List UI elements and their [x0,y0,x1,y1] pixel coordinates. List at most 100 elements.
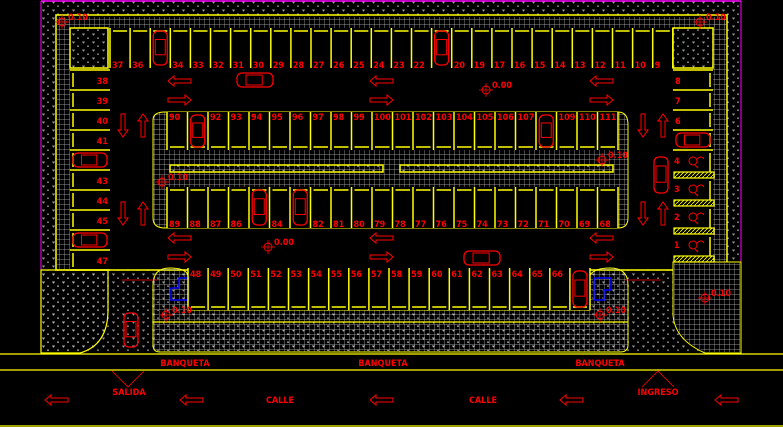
stall-number: 50 [230,270,242,280]
parking-stall: 90 [166,112,185,150]
accessible-ramp-left [170,277,190,301]
stall-number: 88 [190,220,202,230]
stall-number: 39 [97,97,109,107]
car-icon [152,30,168,66]
stall-number: 51 [250,270,262,280]
accessible-ramp-right [593,277,612,301]
level-mark: 0.10 [159,306,192,322]
parking-stall: 89 [166,187,185,230]
parking-stall: 110 [576,112,596,150]
arrow-left-icon [44,393,69,407]
level-mark: 0.10 [693,13,726,29]
car-icon [72,152,108,168]
level-mark: 0.00 [479,81,512,97]
stall-number: 86 [231,220,243,230]
stall-number: 97 [313,113,324,123]
accessible-stall: 4 [673,153,715,179]
accessible-stall: 1 [673,237,715,263]
level-value: 0.10 [168,173,188,183]
stall-number: 14 [554,61,566,71]
parking-stall: 44 [70,189,110,207]
stall-number: 27 [313,61,324,71]
parking-stall: 55 [327,268,346,310]
hatched-strip [673,199,715,207]
level-mark: 0.10 [595,151,628,167]
arrow-down-icon [637,201,649,226]
stall-number: 102 [415,113,432,123]
stall-number: 2 [674,213,680,223]
parking-stall: 26 [330,28,349,71]
stall-number: 29 [273,61,285,71]
arrow-up-icon [657,201,669,226]
stall-number: 48 [190,270,202,280]
parking-stall: 19 [471,28,489,71]
stall-number: 93 [231,113,242,123]
parking-stall: 76 [432,187,451,230]
parking-stall: 39 [70,89,110,107]
stall-number: 9 [655,61,661,71]
arrow-down-icon [117,113,129,138]
stall-number: 8 [675,77,681,87]
arrow-down-icon [117,201,129,226]
stall-number: 94 [251,113,263,123]
parking-stall: 11 [611,28,630,71]
wheelchair-icon [688,184,705,197]
parking-stall: 13 [571,28,590,71]
parking-stall: 15 [531,28,550,71]
stall-number: 25 [353,61,365,71]
parking-stall: 98 [330,112,349,150]
parking-stall: 75 [453,187,472,230]
hatched-strip [673,171,715,179]
parking-stall: 6 [673,109,713,127]
stall-number: 70 [559,220,571,230]
stall-number: 55 [331,270,343,280]
street-label: CALLE [266,396,294,406]
stall-number: 105 [477,113,494,123]
car-icon [538,114,554,148]
parking-stall: 61 [448,268,467,310]
parking-stall: 29 [270,28,288,71]
stall-number: 52 [270,270,281,280]
parking-stall: 37 [109,28,128,71]
street: BANQUETA BANQUETA BANQUETA SALIDA INGRES… [0,353,783,427]
stall-number: 1 [674,241,680,251]
stall-number: 60 [431,270,443,280]
parking-stall: 51 [247,268,266,310]
stall-number: 40 [97,117,109,127]
parking-stall: 40 [70,109,110,127]
car-icon [190,114,206,148]
stall-number: 78 [395,220,407,230]
level-value: 0.10 [711,289,731,299]
stall-number: 3 [674,185,680,195]
parking-stall: 73 [494,187,513,230]
parking-stall: 53 [287,268,306,310]
car-icon [675,132,711,148]
arrow-left-icon [714,393,739,407]
parking-stall: 69 [576,187,595,230]
stall-number: 17 [494,61,505,71]
arrow-left-icon [559,393,584,407]
stall-number: 68 [600,220,612,230]
parking-stall: 8 [673,69,713,87]
car-icon [653,156,669,194]
stall-number: 98 [333,113,345,123]
level-mark: 0.00 [261,238,294,254]
car-icon [463,250,501,266]
stall-number: 77 [415,220,426,230]
sidewalk-label: BANQUETA [575,359,625,369]
level-mark: 0.10 [155,173,188,189]
parking-stall [149,28,168,68]
parking-stall: 10 [631,28,650,71]
stall-number: 23 [393,61,404,71]
stall-number: 79 [374,220,386,230]
stall-number: 47 [97,257,108,267]
parking-stall: 59 [408,268,427,310]
bottom-planter [122,267,661,353]
arrow-right-icon [589,250,614,264]
parking-stall: 45 [70,209,110,227]
level-value: 0.10 [606,306,626,316]
